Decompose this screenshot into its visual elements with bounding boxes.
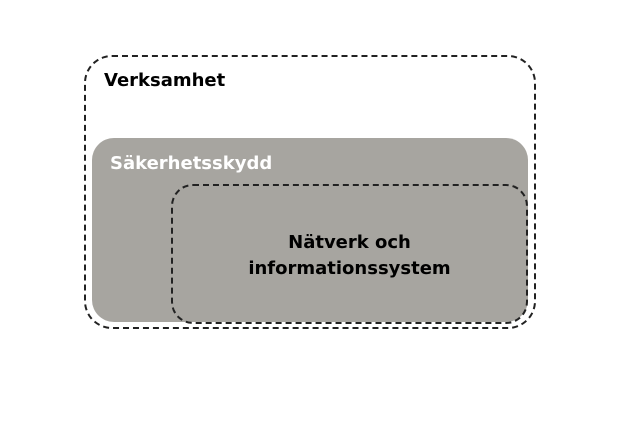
inner-label-line-2: informationssystem [248,258,451,279]
sakerhetsskydd-area [92,138,528,322]
verksamhet-label: Verksamhet [104,70,226,91]
verksamhet-boundary [84,55,536,329]
natverk-informationssystem-boundary [171,184,528,324]
natverk-informationssystem-label: Nätverk och informationssystem [171,230,528,282]
inner-label-line-1: Nätverk och [288,232,411,253]
sakerhetsskydd-label: Säkerhetsskydd [110,153,273,174]
